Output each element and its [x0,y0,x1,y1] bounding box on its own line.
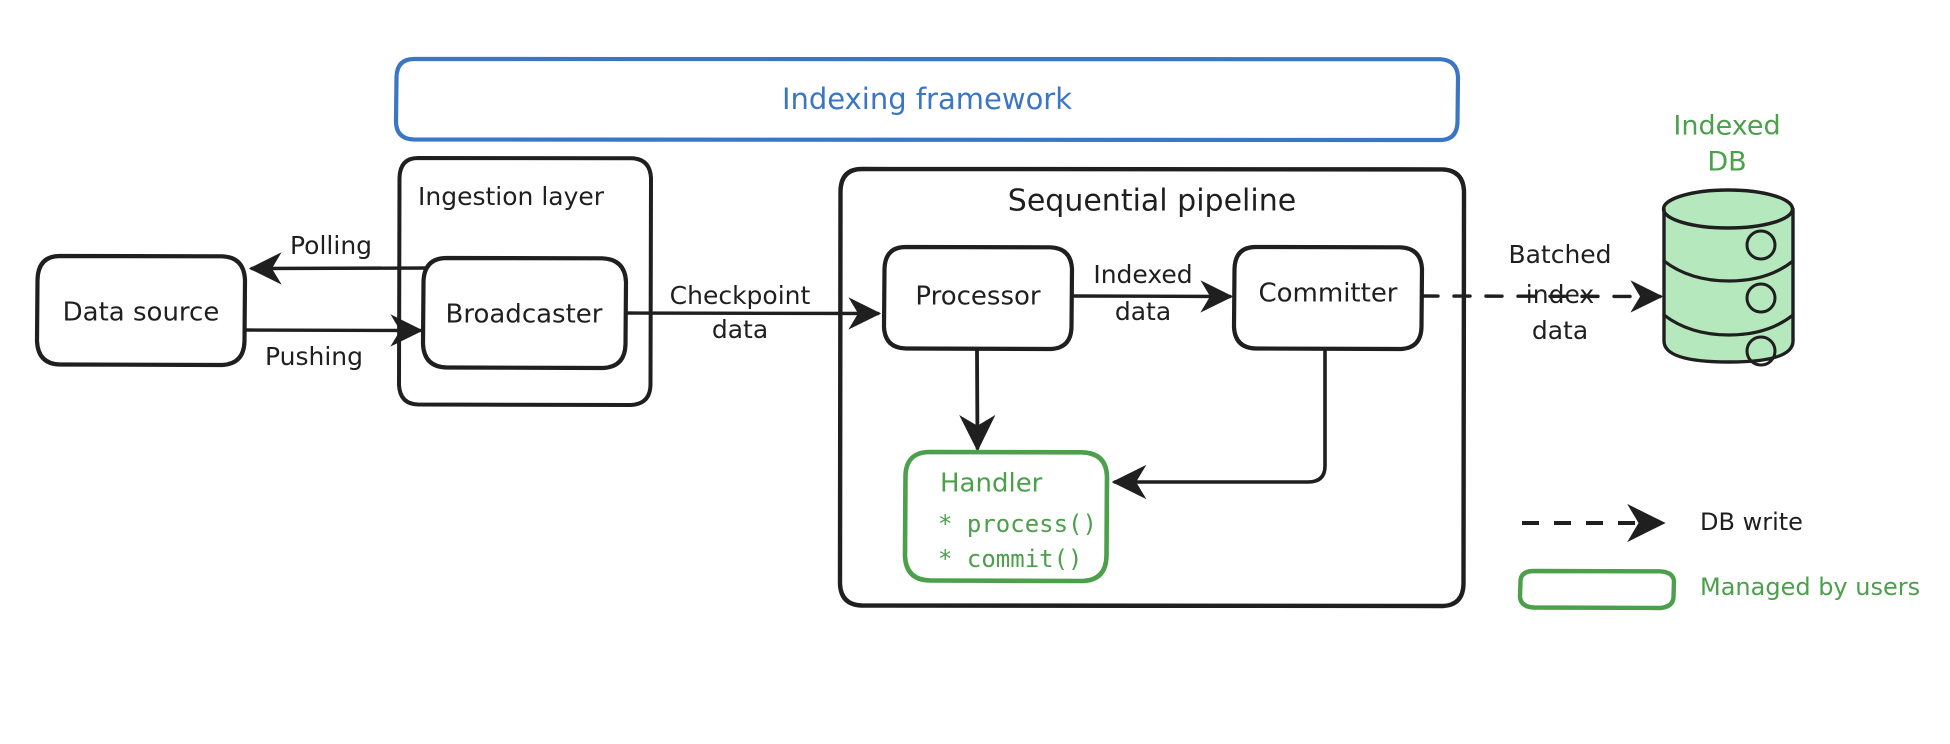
legend-item-managed-by-users: Managed by users [1517,568,1920,611]
legend-db-write-label: DB write [1700,508,1803,536]
group-indexing-framework: Indexing framework [393,56,1461,143]
edge-polling: Polling [248,231,432,285]
edge-processor-to-handler [959,348,996,452]
checkpoint-data-arrow-line [623,297,882,330]
indexed-db-divider-2 [1662,313,1795,337]
node-processor[interactable]: Processor [881,244,1075,352]
sequential-pipeline-label: Sequential pipeline [1008,184,1296,219]
indexed-db-label-line1: Indexed [1673,111,1780,142]
node-broadcaster[interactable]: Broadcaster [420,255,629,371]
indexed-data-arrow-line [1070,280,1234,313]
node-indexed-db[interactable]: Indexed DB [1661,111,1795,367]
indexed-db-cylinder-outline [1662,207,1795,364]
broadcaster-label: Broadcaster [446,300,603,330]
legend: DB write Managed by users [1517,503,1920,611]
batched-index-data-label-line3: data [1532,316,1588,345]
polling-arrow-line [248,252,432,285]
node-handler[interactable]: Handler * process() * commit() [902,449,1110,584]
batched-index-data-label-line1: Batched [1508,240,1611,269]
indexed-db-label-line2: DB [1707,147,1746,178]
handler-method-process: * process() [938,510,1097,538]
indexing-framework-label: Indexing framework [782,82,1072,116]
edge-checkpoint-data: Checkpoint data [623,281,882,344]
broadcaster-box [420,255,629,371]
pushing-arrow-line [243,314,424,347]
handler-label: Handler [940,469,1043,499]
legend-green-box-icon [1517,568,1677,611]
committer-box [1231,244,1425,352]
checkpoint-data-label-line2: data [712,315,768,344]
indexed-db-disk-indicator-1 [1745,229,1777,261]
edge-committer-to-handler [1111,348,1327,500]
edge-pushing: Pushing [243,314,424,371]
handler-box [902,449,1110,584]
legend-item-db-write: DB write [1522,503,1803,543]
edge-indexed-data: Indexed data [1070,260,1234,326]
batched-index-data-label-line2: index [1526,280,1594,309]
checkpoint-data-label-line1: Checkpoint [670,281,811,310]
pushing-label: Pushing [265,342,363,371]
indexed-data-label-line2: data [1115,297,1171,326]
indexed-data-label-line1: Indexed [1093,260,1192,289]
processor-label: Processor [915,282,1041,312]
legend-managed-by-users-label: Managed by users [1700,573,1920,601]
batched-index-data-arrow-line [1420,280,1664,313]
data-source-box [34,253,248,368]
indexed-db-divider-1 [1662,259,1795,283]
indexed-db-cylinder-top [1661,188,1795,230]
indexed-db-cylinder-body [1664,209,1793,362]
processor-to-handler-arrow-line [959,348,996,452]
polling-label: Polling [290,231,372,260]
node-data-source[interactable]: Data source [34,253,248,368]
committer-label: Committer [1258,279,1397,309]
handler-method-commit: * commit() [938,545,1083,573]
data-source-label: Data source [63,298,220,328]
indexing-framework-border [393,56,1461,143]
committer-to-handler-arrow-line [1111,348,1327,500]
indexed-db-disk-indicator-2 [1745,282,1777,314]
processor-box [881,244,1075,352]
node-committer[interactable]: Committer [1231,244,1425,352]
edge-batched-index-data: Batched index data [1420,240,1664,345]
indexed-db-disk-indicator-3 [1745,335,1777,367]
ingestion-layer-label: Ingestion layer [418,182,605,211]
